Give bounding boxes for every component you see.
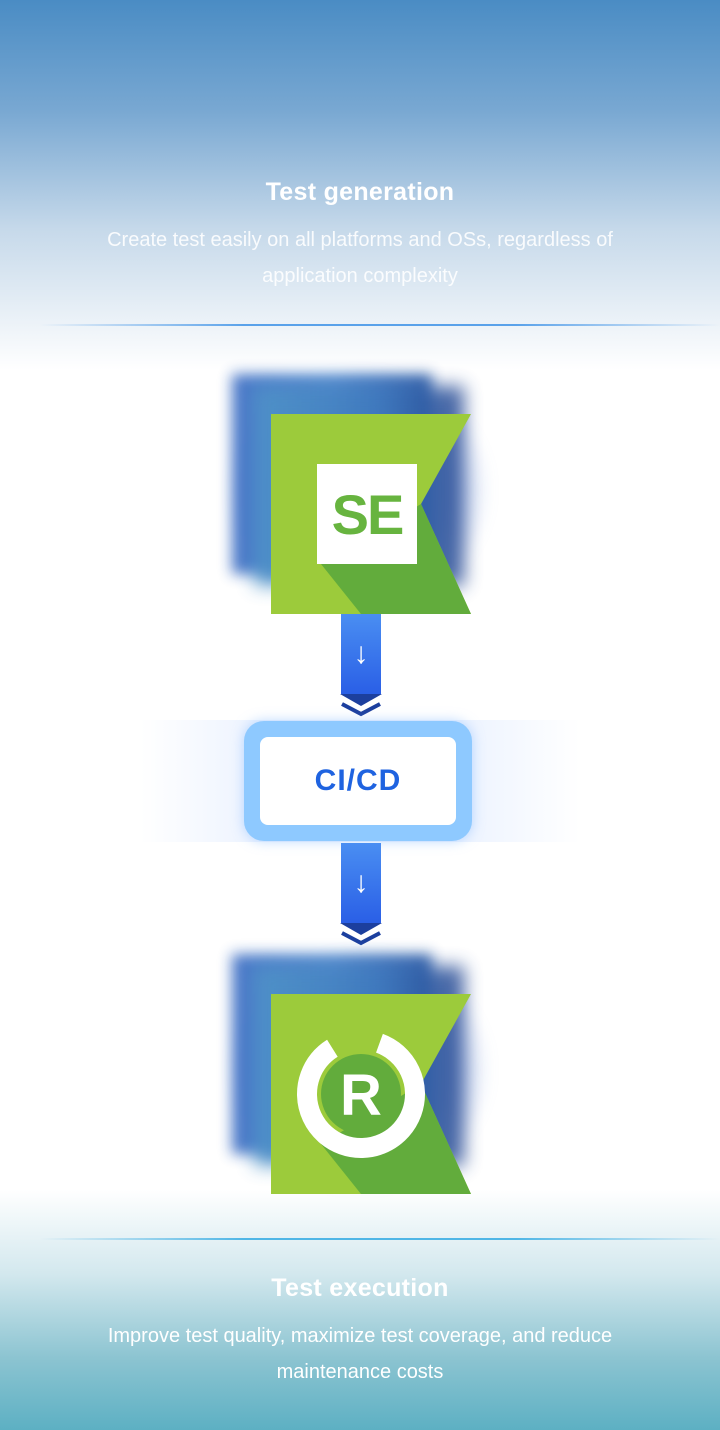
arrow-down-2: ↓ xyxy=(340,843,382,956)
cicd-box: CI/CD xyxy=(244,721,472,841)
se-logo-block: SE xyxy=(200,360,520,620)
test-execution-title: Test execution xyxy=(271,1274,449,1302)
se-logo-box: SE xyxy=(317,464,417,564)
arrow-down-icon: ↓ xyxy=(353,637,369,670)
top-divider xyxy=(40,324,720,326)
r-logo-text: R xyxy=(340,1063,382,1128)
cicd-inner: CI/CD xyxy=(260,737,456,825)
cicd-label: CI/CD xyxy=(314,764,402,797)
arrow-shaft: ↓ xyxy=(341,614,381,694)
se-logo-text: SE xyxy=(331,482,405,546)
bottom-divider xyxy=(40,1238,720,1240)
arrow-down-icon: ↓ xyxy=(353,866,369,899)
test-execution-description: Improve test quality, maximize test cove… xyxy=(107,1325,613,1383)
r-logo-block: R xyxy=(200,940,520,1200)
bottom-background xyxy=(0,1190,720,1430)
top-background xyxy=(0,0,720,370)
arrow-down-1: ↓ xyxy=(340,614,382,727)
r-logo-green-shape: R xyxy=(271,994,471,1194)
chevron-down-icon xyxy=(340,923,382,946)
test-generation-title: Test generation xyxy=(265,178,455,206)
test-generation-description: Create test easily on all platforms and … xyxy=(107,229,613,287)
chevron-down-icon xyxy=(340,694,382,717)
arrow-shaft: ↓ xyxy=(341,843,381,923)
r-logo-icon: R xyxy=(271,994,471,1194)
